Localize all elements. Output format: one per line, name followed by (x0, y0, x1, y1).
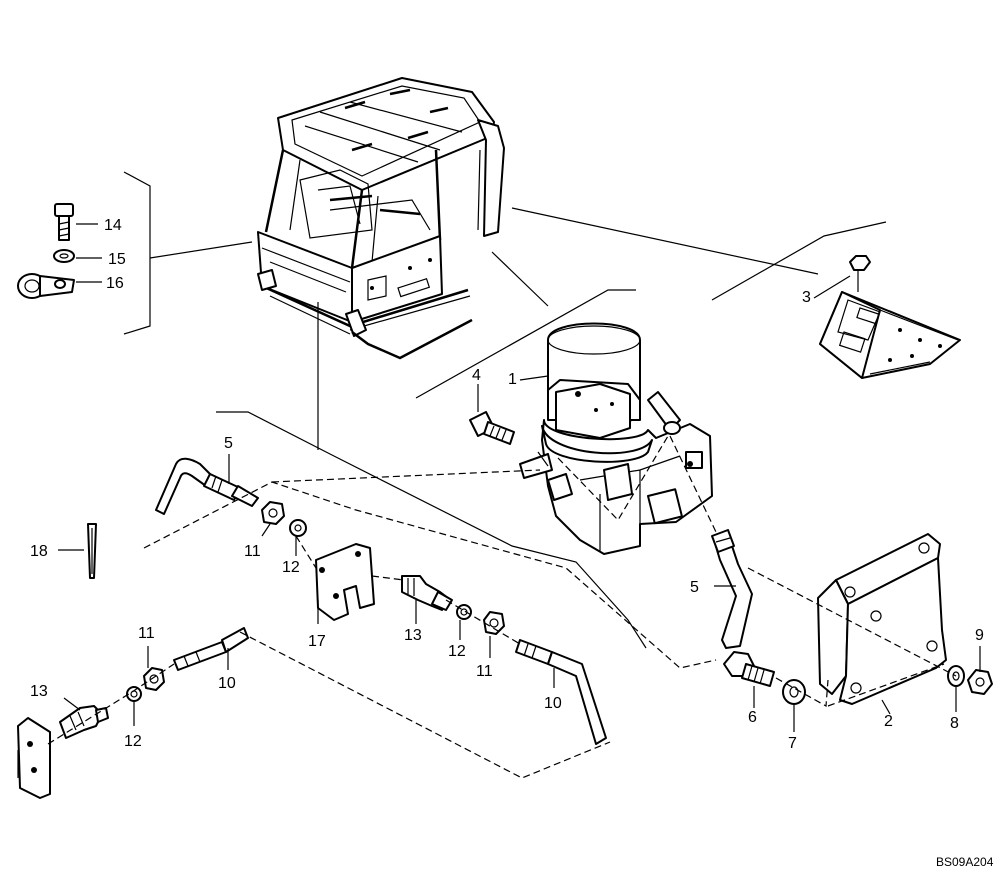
grease-pump-1 (216, 289, 713, 649)
assembly-guide-lines (47, 435, 957, 779)
callout-3: 3 (802, 289, 811, 306)
callout-12a: 12 (282, 559, 300, 576)
mounting-bracket-3 (711, 221, 961, 379)
callout-11a: 11 (244, 543, 261, 560)
callout-13a: 13 (404, 627, 422, 644)
callout-4: 4 (472, 367, 481, 384)
callout-13b: 13 (30, 683, 48, 700)
banjo-bolt-6 (723, 651, 775, 708)
nut-11a (261, 501, 285, 537)
callout-17: 17 (308, 633, 326, 650)
hose-5-right (711, 529, 753, 649)
callout-11c: 11 (138, 625, 155, 642)
cab-assembly (257, 77, 505, 360)
callout-5-left: 5 (224, 435, 233, 452)
callout-18: 18 (30, 543, 48, 560)
bracket-2 (817, 533, 947, 715)
callout-14: 14 (104, 217, 122, 234)
bolt-14 (54, 203, 74, 241)
bolt-washer-clamp-group (17, 171, 151, 335)
callout-10-left: 10 (218, 675, 236, 692)
callout-1: 1 (508, 371, 517, 388)
callout-12b: 12 (448, 643, 466, 660)
callout-9: 9 (975, 627, 984, 644)
callout-15: 15 (108, 251, 126, 268)
clamp-16 (17, 273, 75, 299)
callout-11b: 11 (476, 663, 493, 680)
cab-leader-lines (149, 207, 819, 450)
nut-9 (967, 646, 993, 695)
seal-12c (126, 686, 142, 726)
hose-5-left (155, 454, 259, 515)
callout-10-right: 10 (544, 695, 562, 712)
hose-10-right (515, 639, 607, 745)
callout-2: 2 (884, 713, 893, 730)
callout-6: 6 (748, 709, 757, 726)
bracket-lower-left (17, 717, 51, 799)
callout-12c: 12 (124, 733, 142, 750)
seal-12a (289, 519, 307, 556)
washer-8 (947, 665, 965, 712)
bolt-4 (469, 384, 515, 445)
washer-7 (782, 679, 806, 732)
callout-5-right: 5 (690, 579, 699, 596)
callout-8: 8 (950, 715, 959, 732)
split-pin-18 (58, 523, 97, 579)
drawing-reference: BS09A204 (936, 855, 994, 869)
washer-15 (53, 249, 75, 263)
seal-12b (456, 604, 472, 640)
callout-labels: 1 2 3 4 5 5 6 7 8 9 10 10 11 11 11 12 12… (30, 217, 984, 752)
hose-10-left (173, 627, 249, 671)
callout-16: 16 (106, 275, 124, 292)
nut-11b (483, 611, 505, 658)
connector-13a (401, 575, 453, 624)
bracket-17 (315, 543, 375, 624)
nut-11c (143, 646, 165, 691)
callout-7: 7 (788, 735, 797, 752)
